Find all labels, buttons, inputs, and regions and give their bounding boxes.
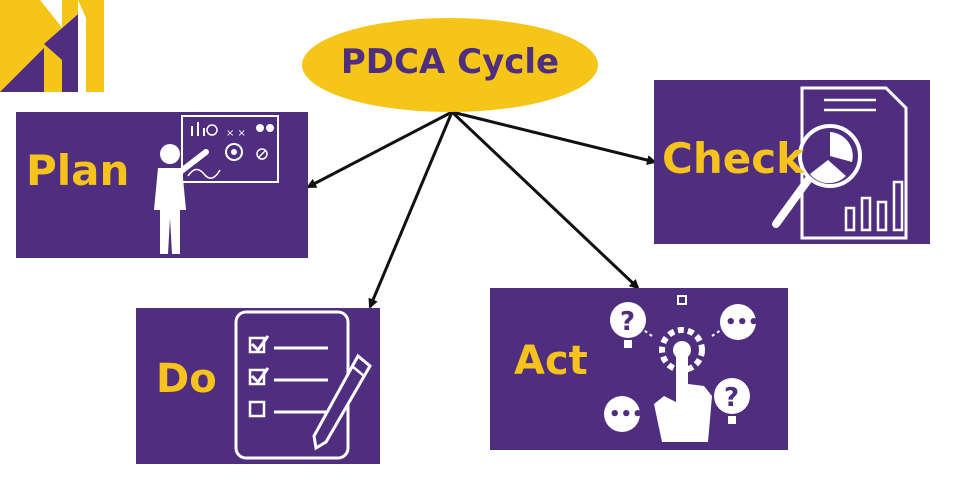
presenter-whiteboard-icon: × × [154,115,279,254]
plan-box: Plan × × [16,112,308,258]
do-label: Do [156,356,217,402]
arrow-to-act [450,110,640,290]
svg-text:?: ? [724,383,739,413]
center-title: PDCA Cycle [340,42,560,82]
check-label: Check [662,134,805,183]
arrow-to-do [368,111,454,309]
do-box: Do [136,308,380,464]
act-label: Act [514,338,588,384]
checklist-pencil-icon [234,310,372,460]
check-box: Check [654,80,930,244]
plan-label: Plan [26,146,130,195]
arrow-to-check [451,110,657,165]
svg-text:•••: ••• [609,404,644,425]
hand-gear-questions-icon: ? ••• ••• ? [604,295,760,442]
magnifier-report-icon [772,86,908,240]
logo [0,0,104,92]
arrow-to-plan [306,110,453,189]
svg-text:?: ? [620,307,635,337]
center-node: PDCA Cycle [302,18,598,112]
act-box: Act ? ••• ••• ? [490,288,788,450]
nm-logo-icon [0,0,104,92]
svg-text:× ×: × × [226,128,246,139]
svg-text:•••: ••• [725,312,760,333]
